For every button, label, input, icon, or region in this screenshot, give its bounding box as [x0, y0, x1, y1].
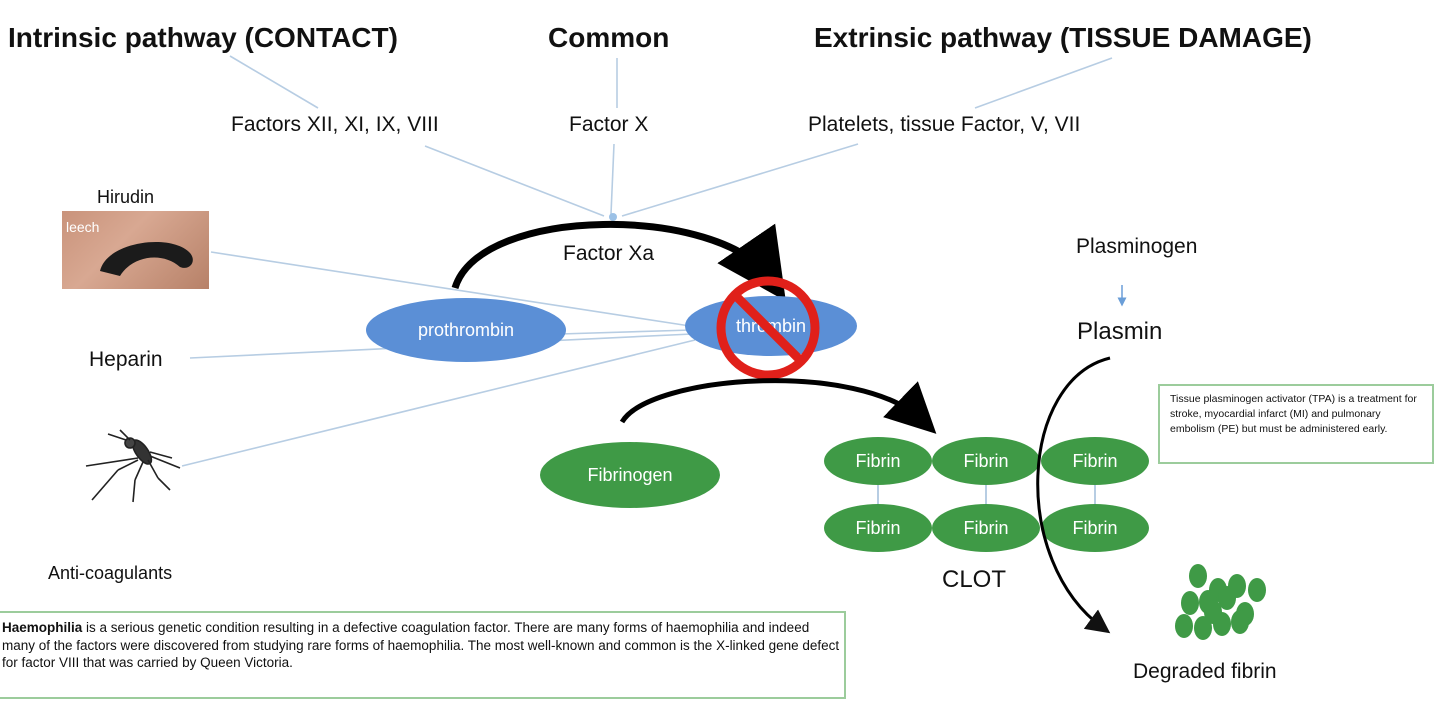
factor-xa-label: Factor Xa	[563, 242, 655, 265]
fibrin-text: Fibrin	[963, 451, 1008, 471]
fibrin-text: Fibrin	[855, 518, 900, 538]
haemophilia-note-box: Haemophilia is a serious genetic conditi…	[0, 611, 846, 699]
extrinsic-factors-label: Platelets, tissue Factor, V, VII	[808, 113, 1081, 136]
fibrin-text: Fibrin	[855, 451, 900, 471]
common-to-xa-connector	[610, 143, 615, 215]
mosquito-icon	[85, 429, 181, 503]
intrinsic-connector	[229, 55, 319, 109]
fibrinogen-text: Fibrinogen	[587, 465, 672, 485]
hirudin-connector	[210, 251, 691, 327]
prothrombin-text: prothrombin	[418, 320, 514, 340]
extrinsic-connector	[974, 57, 1113, 109]
fibrin-ellipse	[824, 504, 932, 552]
common-factor-label: Factor X	[569, 113, 649, 136]
anti-coagulants-label: Anti-coagulants	[48, 563, 173, 583]
leech-icon	[100, 241, 193, 276]
haemophilia-term: Haemophilia	[2, 620, 83, 635]
extrinsic-pathway-heading: Extrinsic pathway (TISSUE DAMAGE)	[814, 22, 1312, 53]
fibrin-links	[877, 484, 1096, 506]
fibrinogen-arrow	[619, 378, 937, 434]
leech-image: leech	[62, 211, 209, 289]
fibrin-ellipse	[932, 504, 1040, 552]
fibrin-text: Fibrin	[963, 518, 1008, 538]
fibrin-text: Fibrin	[1072, 518, 1117, 538]
degraded-fibrin-cluster	[1175, 564, 1266, 640]
prothrombin-thrombin-connector	[559, 329, 693, 335]
fibrin-ellipse	[1041, 437, 1149, 485]
tpa-note-text: Tissue plasminogen activator (TPA) is a …	[1170, 393, 1417, 435]
haemophilia-note-text: is a serious genetic condition resulting…	[2, 620, 840, 670]
fibrin-ellipse	[824, 437, 932, 485]
clot-label: CLOT	[942, 566, 1007, 593]
prohibition-icon	[716, 276, 820, 380]
prothrombin-ellipse	[366, 298, 566, 362]
intrinsic-to-xa-connector	[424, 145, 605, 217]
factor-xa-junction	[609, 213, 617, 221]
fibrinogen-ellipse	[540, 442, 720, 508]
plasmin-arrow	[1036, 356, 1111, 634]
plasminogen-label: Plasminogen	[1076, 235, 1198, 258]
tpa-note-box: Tissue plasminogen activator (TPA) is a …	[1158, 384, 1434, 464]
fibrin-ellipse	[932, 437, 1040, 485]
leech-photo-label: leech	[66, 219, 100, 235]
fibrin-ellipse	[1041, 504, 1149, 552]
mosquito-connector	[181, 339, 696, 467]
fibrin-text: Fibrin	[1072, 451, 1117, 471]
heparin-label: Heparin	[89, 348, 163, 371]
extrinsic-to-xa-connector	[621, 143, 859, 217]
degraded-fibrin-label: Degraded fibrin	[1133, 660, 1277, 683]
fibrin-grid: Fibrin Fibrin Fibrin Fibrin Fibrin Fibri…	[824, 437, 1149, 552]
intrinsic-pathway-heading: Intrinsic pathway (CONTACT)	[8, 22, 398, 53]
common-pathway-heading: Common	[548, 22, 670, 53]
intrinsic-factors-label: Factors XII, XI, IX, VIII	[231, 113, 439, 136]
factor-xa-arrow	[451, 220, 786, 302]
plasmin-label: Plasmin	[1077, 318, 1163, 345]
hirudin-label: Hirudin	[97, 187, 155, 207]
